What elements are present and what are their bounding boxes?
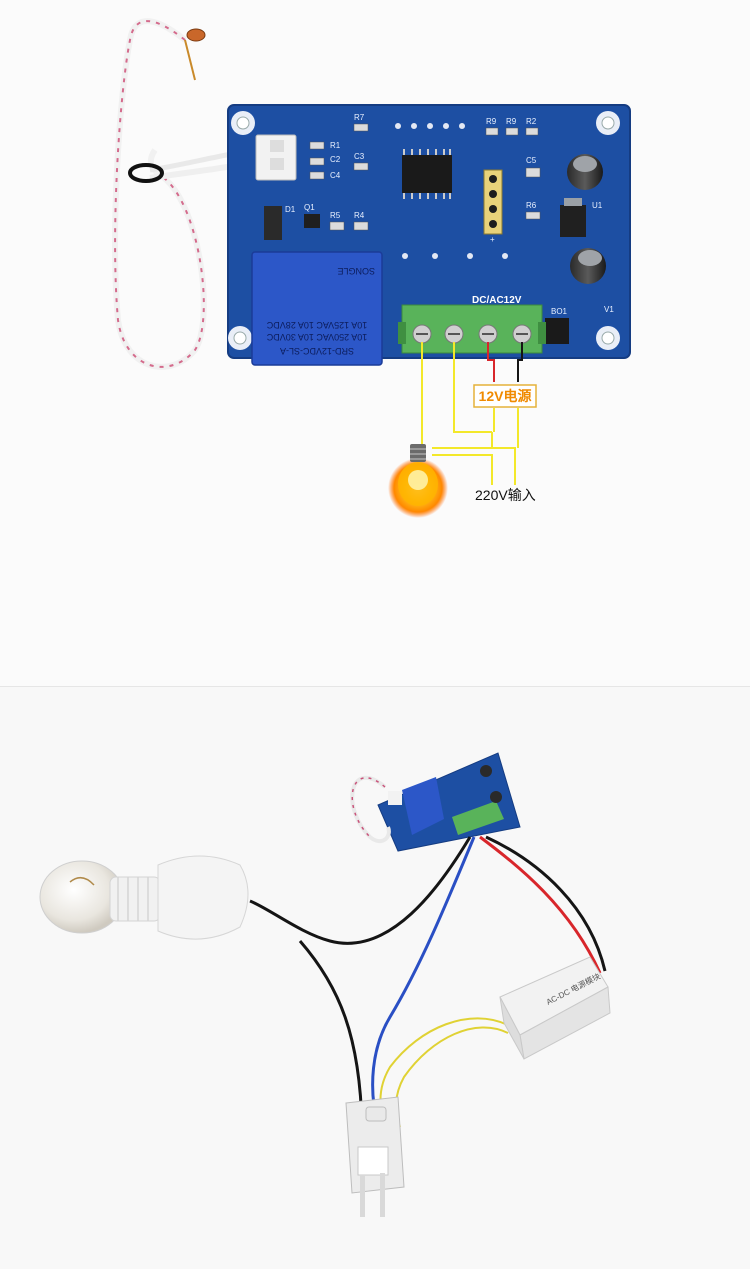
svg-text:R7: R7: [354, 113, 365, 122]
regulator-u1: [560, 205, 586, 237]
psu-label-box: 12V电源: [473, 384, 537, 408]
svg-text:R6: R6: [526, 201, 537, 210]
relay-rating-1: 10A 250VAC 10A 30VDC: [266, 332, 367, 342]
svg-text:R9: R9: [506, 117, 517, 126]
plug-icon: [345, 1096, 405, 1217]
relay-model-label: SRD-12VDC-SL-A: [280, 346, 354, 356]
top-panel-wiring-diagram: R7 R9 R9 R2 R1 C2 C4 C3 C5 D1 Q1 R5 R4 R…: [112, 18, 631, 518]
svg-text:U1: U1: [592, 201, 603, 210]
psu-label: 12V电源: [479, 388, 532, 404]
top-diagram-svg: R7 R9 R9 R2 R1 C2 C4 C3 C5 D1 Q1 R5 R4 R…: [112, 18, 631, 518]
ic-chip: [402, 149, 452, 199]
mounting-hole-icon: [228, 111, 620, 350]
transistor-q1: [304, 214, 320, 228]
svg-text:Q1: Q1: [304, 203, 315, 212]
svg-text:C4: C4: [330, 171, 341, 180]
relay-rating-2: 10A 125VAC 10A 28VDC: [266, 320, 367, 330]
capacitor-icon: [567, 154, 606, 284]
svg-text:C3: C3: [354, 152, 365, 161]
bottom-photo-svg: AC-DC 电源模块: [39, 752, 611, 1217]
svg-text:R1: R1: [330, 141, 341, 150]
power-module-icon: AC-DC 电源模块: [499, 956, 611, 1060]
header-pads: [483, 169, 503, 235]
terminal-block: [398, 304, 546, 354]
svg-text:R4: R4: [354, 211, 365, 220]
svg-text:D1: D1: [285, 205, 296, 214]
light-sensor-icon: [184, 28, 206, 81]
svg-text:C5: C5: [526, 156, 537, 165]
terminal-label: DC/AC12V: [472, 295, 522, 306]
board-photo: [377, 752, 521, 852]
svg-text:C2: C2: [330, 155, 341, 164]
svg-text:R5: R5: [330, 211, 341, 220]
mains-input-label: 220V输入: [475, 487, 536, 503]
relay-module: SRD-12VDC-SL-A 10A 250VAC 10A 30VDC 10A …: [251, 251, 383, 366]
svg-text:+: +: [490, 235, 495, 244]
diode-d1: [264, 206, 282, 240]
sensor-connector: [255, 134, 297, 181]
svg-text:BO1: BO1: [551, 307, 568, 316]
svg-text:V1: V1: [604, 305, 614, 314]
relay-brand-label: SONGLE: [337, 266, 375, 276]
cable-tie: [128, 163, 164, 183]
light-bulb-icon: [388, 444, 448, 518]
bulb-socket-icon: [39, 855, 249, 940]
bottom-panel-photo: AC-DC 电源模块: [0, 686, 750, 1269]
svg-text:R2: R2: [526, 117, 537, 126]
wiring-overlay: [421, 342, 523, 485]
svg-text:R9: R9: [486, 117, 497, 126]
bridge-rectifier: [545, 318, 569, 344]
